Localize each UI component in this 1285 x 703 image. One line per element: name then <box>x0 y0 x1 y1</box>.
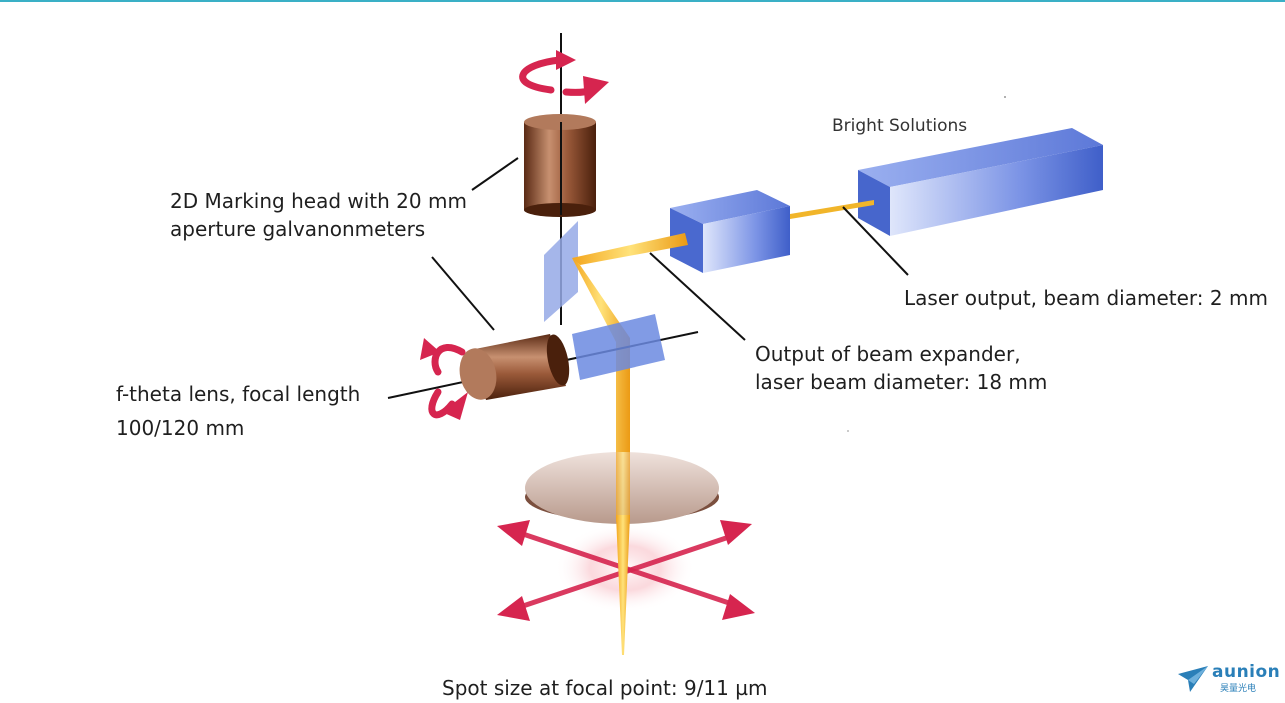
marking-head-label-line1: 2D Marking head with 20 mm <box>170 189 467 213</box>
leader-lines <box>431 157 909 341</box>
beam-expander-label: Output of beam expander, laser beam diam… <box>755 340 1047 396</box>
laser-beam-thin <box>790 200 874 219</box>
bottom-rotation-arrow-icon <box>420 338 468 420</box>
f-theta-lens <box>525 452 719 524</box>
logo-wordmark: aunion <box>1212 662 1281 682</box>
marking-head-label: 2D Marking head with 20 mm aperture galv… <box>170 187 467 243</box>
beam-expander-label-line2: laser beam diameter: 18 mm <box>755 370 1048 394</box>
bottom-galvo-motor <box>459 334 570 400</box>
aunion-logo: aunion 昊量光电 <box>1176 662 1280 694</box>
paper-plane-icon <box>1178 666 1208 692</box>
f-theta-label: f-theta lens, focal length 100/120 mm <box>116 377 360 445</box>
brand-label: Bright Solutions <box>832 116 968 136</box>
laser-beam-expanded <box>572 233 688 265</box>
marking-head-label-line2: aperture galvanonmeters <box>170 217 426 241</box>
focused-beam <box>616 515 630 655</box>
top-rotation-arrow-icon <box>519 50 609 104</box>
laser-source-box <box>858 128 1103 236</box>
top-galvo-motor <box>524 114 596 217</box>
f-theta-label-line1: f-theta lens, focal length <box>116 382 361 406</box>
galvo-mirror-x <box>572 314 665 380</box>
spot-size-label: Spot size at focal point: 9/11 µm <box>442 676 768 700</box>
top-accent-line <box>0 0 1285 2</box>
beam-expander-label-line1: Output of beam expander, <box>755 342 1021 366</box>
logo-subtitle: 昊量光电 <box>1220 684 1257 694</box>
beam-expander-box <box>670 190 790 273</box>
f-theta-label-line2: 100/120 mm <box>116 416 245 440</box>
galvo-mirror-y <box>544 221 578 322</box>
laser-output-label: Laser output, beam diameter: 2 mm <box>904 286 1268 310</box>
